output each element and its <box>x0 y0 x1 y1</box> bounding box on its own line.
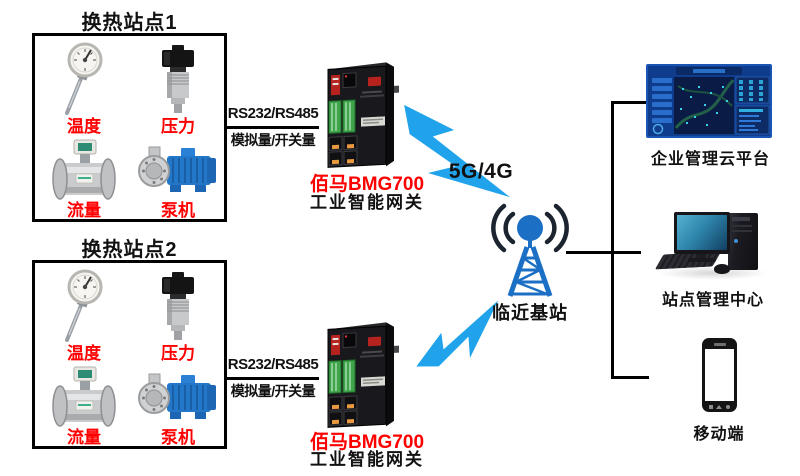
gateway-1-name: 佰马BMG700 <box>309 174 425 195</box>
endpoint-cloud-label: 企业管理云平台 <box>650 151 770 168</box>
bus-link-1-protocol: RS232/RS485 <box>227 105 319 122</box>
sensor-cell-pressure: 压力 <box>135 41 221 136</box>
station-2-title: 换热站点2 <box>81 239 178 261</box>
gateway-1-subtitle: 工业智能网关 <box>310 193 424 212</box>
pump-motor-icon <box>137 138 219 202</box>
station-1-title: 换热站点1 <box>81 12 178 34</box>
connector-stub-mobile <box>611 376 649 379</box>
sensor-label-temperature: 温度 <box>67 117 101 136</box>
sensor-cell-temperature: 温度 <box>41 268 127 363</box>
pressure-transmitter-icon <box>152 268 204 345</box>
sensor-cell-flow: 流量 <box>41 138 127 220</box>
sensor-cell-temperature: 温度 <box>41 41 127 136</box>
bus-link-1: RS232/RS485 模拟量/开关量 <box>227 102 319 151</box>
gateway-2-subtitle: 工业智能网关 <box>310 450 424 469</box>
computer-tower <box>728 213 758 270</box>
endpoint-mobile-label: 移动端 <box>693 426 745 443</box>
bus-link-2-protocol: RS232/RS485 <box>227 356 319 373</box>
base-station-label: 临近基站 <box>492 303 568 323</box>
sensor-label-temperature: 温度 <box>67 344 101 363</box>
gateway-2-name: 佰马BMG700 <box>309 432 425 453</box>
pump-motor-icon <box>137 365 219 429</box>
bus-link-1-wire <box>227 126 319 129</box>
connector-stub-cloud <box>611 101 649 104</box>
connector-vertical-line <box>611 101 614 379</box>
sensor-cell-flow: 流量 <box>41 365 127 447</box>
sensor-cell-pump: 泵机 <box>135 138 221 220</box>
lightning-bolt-icon-1 <box>404 104 510 198</box>
station-2-box: 温度 压力 <box>32 260 227 449</box>
station-1-box: 温度 压力 <box>32 33 227 222</box>
wireless-5g-4g-label: 5G/4G <box>448 160 514 183</box>
flow-meter-icon <box>48 365 120 429</box>
flow-meter-icon <box>48 138 120 202</box>
mouse <box>714 264 730 274</box>
desktop-computer-icon <box>654 208 772 282</box>
endpoint-pc-label: 站点管理中心 <box>661 292 764 309</box>
phone-nav-keys <box>702 405 737 409</box>
sensor-label-pump: 泵机 <box>161 428 195 447</box>
sensor-cell-pump: 泵机 <box>135 365 221 447</box>
sensor-label-pressure: 压力 <box>161 117 195 136</box>
connector-stub-tower-pc <box>566 251 641 254</box>
industrial-gateway-icon-1 <box>327 62 399 168</box>
sensor-label-flow: 流量 <box>67 201 101 220</box>
sensor-cell-pressure: 压力 <box>135 268 221 363</box>
sensor-label-flow: 流量 <box>67 428 101 447</box>
cloud-dashboard-screen-icon <box>646 64 772 138</box>
pressure-transmitter-icon <box>152 41 204 118</box>
thermometer-gauge-icon <box>54 268 114 345</box>
monitor <box>674 212 730 254</box>
bus-link-2-wire <box>227 377 319 380</box>
cell-tower-icon <box>491 203 569 297</box>
phone-screen <box>705 349 734 401</box>
smartphone-icon <box>702 338 737 412</box>
industrial-gateway-icon-2 <box>327 322 399 428</box>
bus-link-1-signals: 模拟量/开关量 <box>230 132 316 148</box>
lightning-bolt-icon-2 <box>416 300 499 367</box>
sensor-label-pump: 泵机 <box>161 201 195 220</box>
thermometer-gauge-icon <box>54 41 114 118</box>
bus-link-2: RS232/RS485 模拟量/开关量 <box>227 353 319 402</box>
sensor-label-pressure: 压力 <box>161 344 195 363</box>
phone-speaker <box>713 343 726 346</box>
bus-link-2-signals: 模拟量/开关量 <box>230 383 316 399</box>
